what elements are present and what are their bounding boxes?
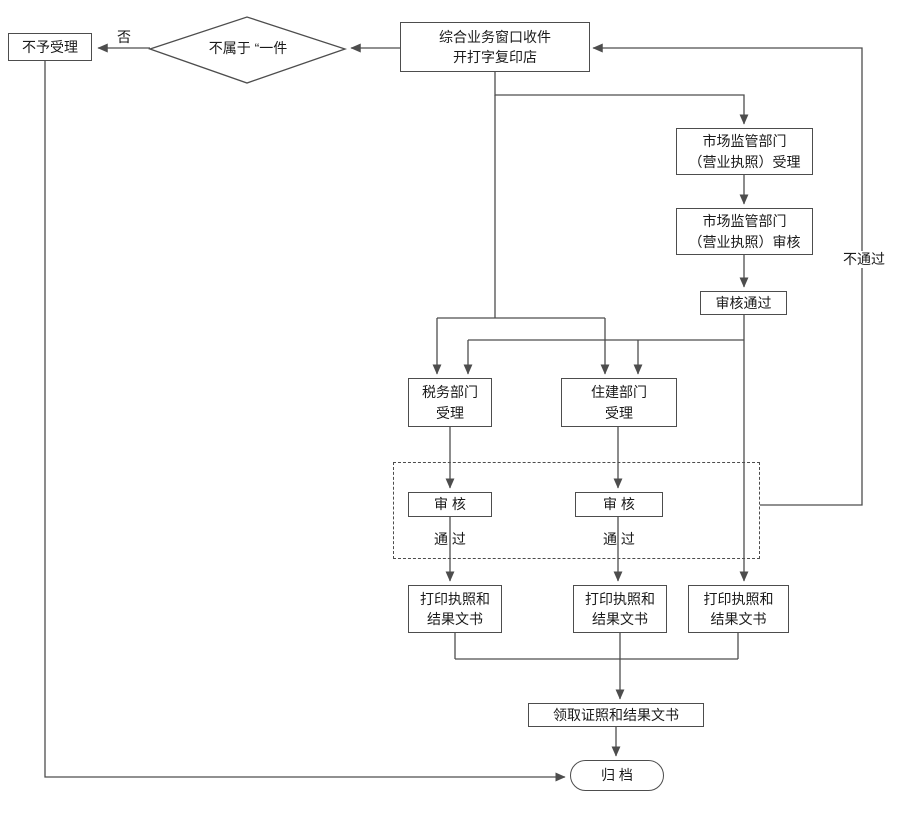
node-decision-label: 不属于 “一件 (208, 40, 288, 56)
node-review-pass: 审核通过 (700, 291, 787, 315)
node-start-line1: 综合业务窗口收件 (439, 28, 551, 45)
node-review1: 审 核 (408, 492, 492, 517)
node-reject-label: 不予受理 (22, 38, 78, 55)
node-print1-line1: 打印执照和 (420, 590, 490, 607)
node-market-accept: 市场监管部门 （营业执照）受理 (676, 128, 813, 175)
node-print1: 打印执照和 结果文书 (408, 585, 502, 633)
node-print3-line1: 打印执照和 (703, 590, 774, 607)
node-archive-label: 归 档 (601, 767, 633, 784)
node-review1-label: 审 核 (434, 496, 466, 513)
node-review2-label: 审 核 (603, 496, 635, 513)
node-start: 综合业务窗口收件 开打字复印店 (400, 22, 590, 72)
node-market-review-line1: 市场监管部门 (702, 213, 787, 230)
node-archive: 归 档 (570, 760, 664, 791)
node-reject: 不予受理 (8, 33, 92, 61)
node-print1-line2: 结果文书 (427, 611, 483, 627)
review-dashed-group (393, 462, 760, 559)
node-print2: 打印执照和 结果文书 (573, 585, 667, 633)
edge-start-to-market-accept (494, 72, 749, 125)
node-print2-line1: 打印执照和 (585, 590, 655, 607)
node-housing-accept-line2: 受理 (605, 404, 633, 421)
edge-reject-to-archive (44, 61, 566, 782)
node-tax-accept-line2: 受理 (436, 404, 464, 421)
node-review-pass-label: 审核通过 (715, 294, 772, 311)
node-housing-accept-line1: 住建部门 (591, 384, 647, 401)
node-market-accept-line1: 市场监管部门 (702, 133, 787, 150)
node-print2-line2: 结果文书 (592, 611, 648, 627)
node-print3: 打印执照和 结果文书 (688, 585, 789, 633)
node-review2: 审 核 (575, 492, 663, 517)
node-receive: 领取证照和结果文书 (528, 703, 704, 727)
edge-fail-return (592, 43, 863, 506)
node-housing-accept: 住建部门 受理 (561, 378, 677, 427)
node-pass1-label: 通 过 (434, 531, 466, 547)
node-market-review-line2: （营业执照）审核 (688, 233, 801, 250)
node-pass2-label: 通 过 (603, 531, 635, 547)
node-tax-accept: 税务部门 受理 (408, 378, 492, 427)
node-print3-line2: 结果文书 (710, 611, 767, 627)
node-market-review: 市场监管部门 （营业执照）审核 (676, 208, 813, 255)
decision-diamond-shape (147, 16, 348, 84)
edge-label-no: 否 (110, 29, 138, 46)
node-market-accept-line2: （营业执照）受理 (688, 153, 801, 170)
node-tax-accept-line1: 税务部门 (422, 384, 478, 401)
node-start-line2: 开打字复印店 (453, 49, 537, 65)
node-receive-label: 领取证照和结果文书 (553, 706, 679, 723)
edge-label-fail: 不通过 (836, 251, 892, 268)
